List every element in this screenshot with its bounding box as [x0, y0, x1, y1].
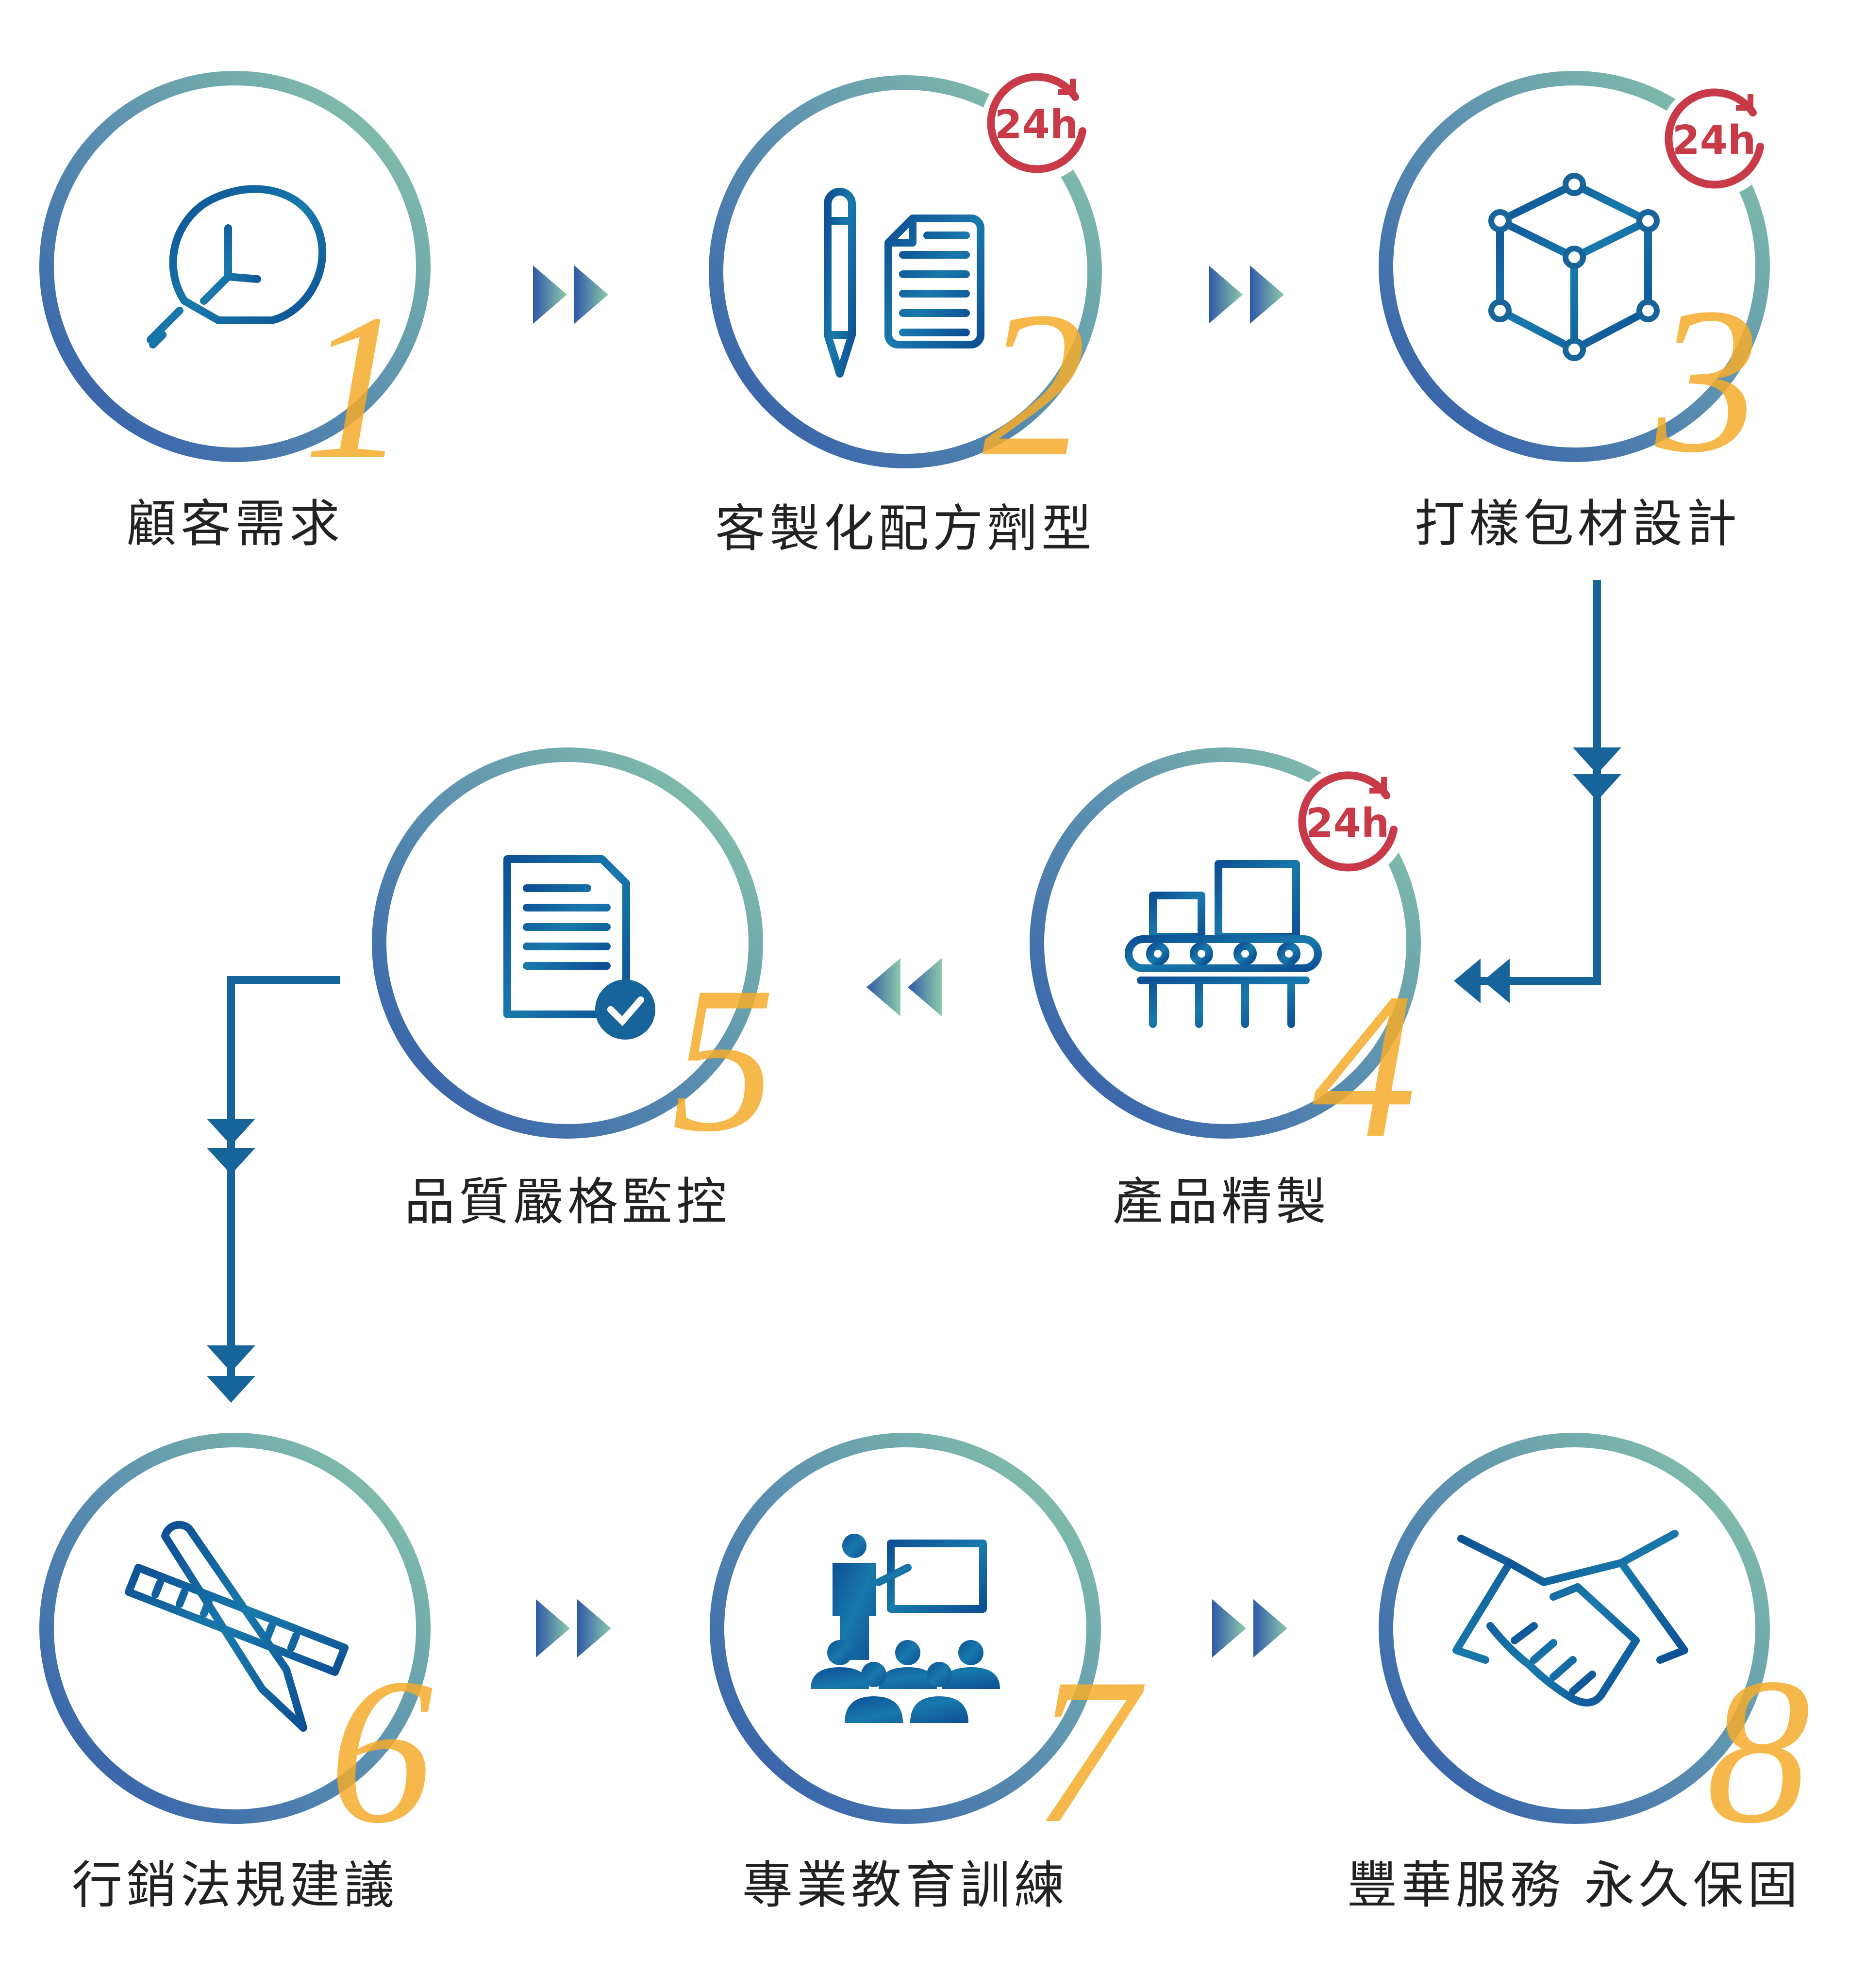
connector-3-to-4 [1454, 580, 1621, 1003]
step-ring [39, 71, 431, 462]
step-4: 24h 4 產品精製 [1030, 747, 1421, 1231]
step-3: 24h 3 打樣包材設計 [1379, 71, 1773, 553]
step-number: 5 [671, 944, 776, 1175]
step-label: 顧客需求 [126, 494, 344, 553]
step-6: 6 行銷法規建議 [39, 1433, 433, 1915]
arrow-left-icon [1454, 959, 1481, 1003]
handshake-icon [1452, 1530, 1688, 1706]
step-ring [710, 1433, 1101, 1824]
24h-badge: 24h [1298, 771, 1398, 872]
step-ring [1379, 1433, 1770, 1824]
step-label: 產品精製 [1113, 1172, 1330, 1231]
24h-badge: 24h [987, 73, 1086, 173]
arrow-left-icon [866, 958, 942, 1016]
step-number: 2 [983, 269, 1087, 500]
step-label: 品質嚴格監控 [404, 1172, 731, 1231]
pencil-ruler-icon [125, 1521, 349, 1732]
badge-label: 24h [1306, 800, 1390, 846]
step-8: 8 豐華服務 永久保固 [1347, 1433, 1811, 1915]
lightbulb-icon [147, 185, 327, 348]
step-number: 3 [1652, 265, 1760, 496]
step-7: 7 專業教育訓練 [710, 1433, 1148, 1915]
step-5: 5 品質嚴格監控 [372, 747, 776, 1231]
refresh-clock-icon [1298, 771, 1398, 872]
step-number: 6 [329, 1636, 433, 1867]
arrow-left-icon [1483, 959, 1510, 1003]
step-number: 1 [303, 271, 408, 502]
arrow-right-icon [1209, 265, 1284, 324]
document-check-icon [503, 855, 655, 1040]
conveyor-icon [1125, 860, 1322, 1028]
arrow-down-icon [207, 1345, 255, 1372]
badge-label: 24h [1672, 117, 1756, 164]
step-number: 7 [1033, 1636, 1148, 1867]
step-label: 打樣包材設計 [1415, 494, 1741, 553]
arrow-down-icon [1573, 774, 1621, 801]
step-ring [709, 75, 1102, 468]
cube-icon [1488, 173, 1660, 361]
refresh-clock-icon [987, 73, 1086, 173]
step-number: 8 [1706, 1636, 1811, 1867]
24h-badge: 24h [1665, 88, 1764, 189]
step-number: 4 [1313, 950, 1417, 1181]
arrow-right-icon [536, 1599, 611, 1657]
step-ring [39, 1433, 431, 1824]
arrow-down-icon [1573, 747, 1621, 774]
step-label: 豐華服務 永久保固 [1347, 1855, 1801, 1915]
arrow-right-icon [1212, 1599, 1287, 1657]
arrow-down-icon [207, 1119, 255, 1145]
document-pencil-icon [824, 188, 984, 378]
step-ring [1030, 747, 1421, 1139]
step-1: 1 顧客需求 [39, 71, 431, 553]
step-ring [1379, 71, 1770, 462]
presentation-icon [811, 1534, 1000, 1723]
arrow-down-icon [207, 1376, 255, 1403]
step-ring [372, 747, 763, 1139]
refresh-clock-icon [1665, 88, 1764, 189]
step-label: 專業教育訓練 [742, 1855, 1068, 1915]
step-2: 24h 2 客製化配方劑型 [709, 67, 1102, 558]
arrow-down-icon [207, 1148, 255, 1175]
step-label: 行銷法規建議 [72, 1855, 398, 1915]
step-label: 客製化配方劑型 [715, 499, 1096, 558]
connector-5-to-6 [207, 976, 340, 1403]
badge-label: 24h [995, 102, 1079, 148]
arrow-right-icon [533, 265, 608, 324]
